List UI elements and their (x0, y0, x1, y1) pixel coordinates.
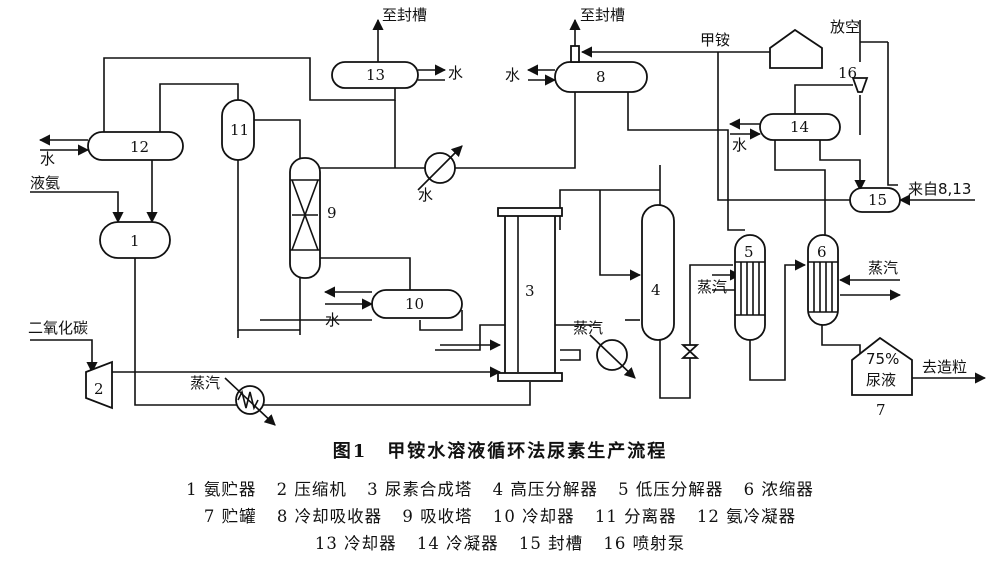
legend-item: 9 吸收塔 (402, 507, 473, 526)
equipment-3-number: 3 (525, 282, 535, 300)
legend-item: 11 分离器 (594, 507, 677, 526)
equipment-3-urea-synthesis-tower (504, 214, 556, 376)
legend-item: 8 冷却吸收器 (276, 507, 383, 526)
legend-item: 4 高压分解器 (492, 480, 598, 499)
legend-line-3: 13 冷却器 14 冷凝器 15 封槽 16 喷射泵 (0, 530, 1000, 554)
equipment-13-number: 13 (366, 66, 385, 84)
equipment-12-ammonia-condenser (87, 131, 184, 161)
urea-percent-label: 75% (866, 350, 899, 368)
legend-item: 5 低压分解器 (618, 480, 724, 499)
equipment-4-number: 4 (651, 281, 661, 299)
urea-solution-label: 尿液 (866, 371, 896, 389)
legend-item: 7 贮罐 (203, 507, 257, 526)
equipment-6-concentrator (807, 234, 839, 326)
equipment-13-cooler (331, 61, 419, 89)
equipment-6-number: 6 (817, 243, 827, 261)
equipment-15-seal-tank (849, 187, 901, 213)
equipment-1-ammonia-storage (99, 221, 171, 259)
equipment-11-number: 11 (230, 121, 249, 139)
flow-diagram-canvas: 12 1 2 11 9 13 10 8 3 4 5 6 7 7 (28, 6, 987, 426)
equipment-15-number: 15 (868, 191, 887, 209)
liquid-ammonia-label: 液氨 (30, 174, 60, 192)
legend-item: 2 压缩机 (276, 480, 347, 499)
equipment-14-number: 14 (790, 118, 809, 136)
equipment-16-number: 16 (838, 64, 857, 82)
steam-label-hp: 蒸汽 (573, 319, 603, 337)
steam-label-preheat: 蒸汽 (190, 374, 220, 392)
legend-line-2: 7 贮罐 8 冷却吸收器 9 吸收塔 10 冷却器 11 分离器 12 氨冷凝器 (0, 503, 1000, 527)
steam-label-lp: 蒸汽 (697, 278, 727, 296)
equipment-7-storage-tank (851, 336, 913, 396)
water-label-12: 水 (40, 150, 55, 168)
steam-label-conc: 蒸汽 (868, 259, 898, 277)
equipment-9-number: 9 (327, 204, 337, 222)
figure-title: 图1 甲铵水溶液循环法尿素生产流程 (332, 441, 668, 462)
equipment-7-number: 7 (876, 401, 886, 419)
equipment-8-cooling-absorber (554, 61, 648, 93)
carbamate-tank (769, 28, 823, 69)
equipment-14-condenser (759, 113, 841, 141)
legend-item: 10 冷却器 (492, 507, 575, 526)
equipment-2-number: 2 (94, 380, 104, 398)
equipment-4-high-pressure-decomposer (641, 204, 675, 341)
equipment-2-compressor (85, 360, 113, 410)
legend-item: 15 封槽 (518, 534, 584, 553)
water-label-13: 水 (448, 64, 463, 82)
legend-item: 14 冷凝器 (416, 534, 499, 553)
equipment-10-cooler (371, 289, 463, 319)
water-label-14: 水 (732, 136, 747, 154)
legend-item: 16 喷射泵 (603, 534, 686, 553)
vent-label: 放空 (830, 18, 860, 36)
equipment-5-number: 5 (744, 243, 754, 261)
equipment-16-ejector (851, 77, 869, 93)
equipment-8-number: 8 (596, 68, 606, 86)
equipment-11-separator (221, 99, 255, 161)
equipment-9-absorber (289, 157, 321, 279)
equipment-10-number: 10 (405, 295, 424, 313)
co2-label: 二氧化碳 (28, 319, 88, 337)
legend-item: 6 浓缩器 (743, 480, 814, 499)
to-prilling-label: 去造粒 (922, 358, 967, 376)
water-label-hx: 水 (418, 186, 433, 204)
legend-item: 3 尿素合成塔 (367, 480, 473, 499)
to-seal-tank-label-8: 至封槽 (580, 6, 625, 24)
water-label-8: 水 (505, 66, 520, 84)
from-8-13-label: 来自8,13 (908, 180, 971, 198)
legend-item: 12 氨冷凝器 (696, 507, 797, 526)
carbamate-label: 甲铵 (700, 31, 730, 49)
legend-item: 13 冷却器 (314, 534, 397, 553)
to-seal-tank-label-13: 至封槽 (382, 6, 427, 24)
valve (680, 344, 700, 359)
equipment-12-number: 12 (130, 138, 149, 156)
equipment-1-number: 1 (130, 232, 140, 250)
water-label-10: 水 (325, 311, 340, 329)
legend-item: 1 氨贮器 (186, 480, 257, 499)
legend-line-1: 1 氨贮器 2 压缩机 3 尿素合成塔 4 高压分解器 5 低压分解器 6 浓缩… (0, 476, 1000, 500)
